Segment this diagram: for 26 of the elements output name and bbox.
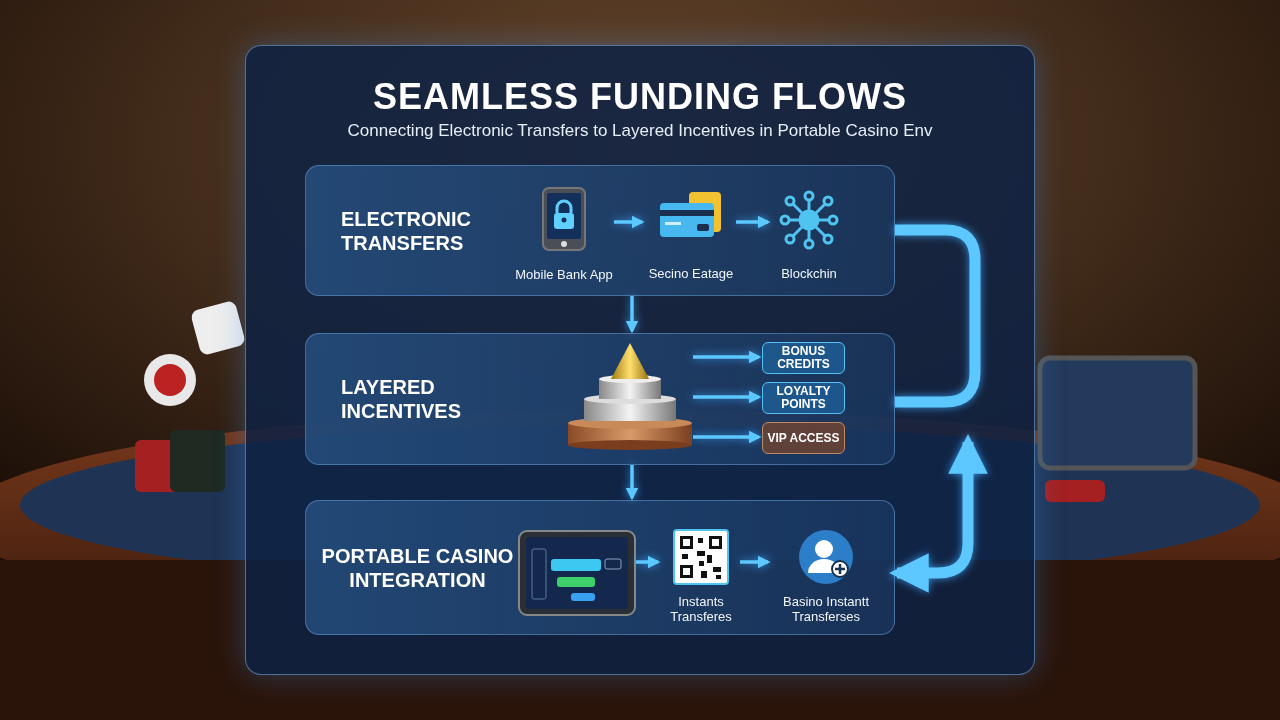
section-panel: [305, 165, 895, 296]
reward-tag: LOYALTY POINTS: [762, 382, 845, 414]
flow-arrow: [693, 350, 762, 364]
diagram-title: SEAMLESS FUNDING FLOWS: [372, 76, 908, 118]
section-panel: [305, 333, 895, 465]
flow-arrow: [614, 215, 645, 229]
flow-arrow: [740, 555, 771, 569]
section-panel: [305, 500, 895, 635]
free-arrow: [889, 434, 988, 593]
section-heading: ELECTRONIC TRANSFERS: [341, 206, 472, 255]
flow-arrow: [625, 465, 639, 501]
item-label: Instants Transferes: [669, 594, 733, 624]
section-heading: PORTABLE CASINO INTEGRATION: [320, 543, 515, 592]
flow-arrow: [736, 215, 771, 229]
flow-arrow: [625, 296, 639, 334]
item-label: Basino Instantt Transferses: [782, 594, 870, 624]
diagram-subtitle: Connecting Electronic Transfers to Layered Incentives in Portable Casino Env: [346, 121, 934, 141]
item-label: Secino Eatage: [647, 266, 735, 281]
reward-tag: BONUS CREDITS: [762, 342, 845, 374]
item-label: Mobile Bank App: [514, 267, 614, 282]
section-heading: LAYERED INCENTIVES: [341, 375, 463, 423]
reward-tag: VIP ACCESS: [762, 422, 845, 454]
flow-arrow: [693, 390, 762, 404]
flow-arrow: [636, 555, 661, 569]
flow-arrow: [693, 430, 762, 444]
item-label: Blockchin: [780, 266, 838, 281]
